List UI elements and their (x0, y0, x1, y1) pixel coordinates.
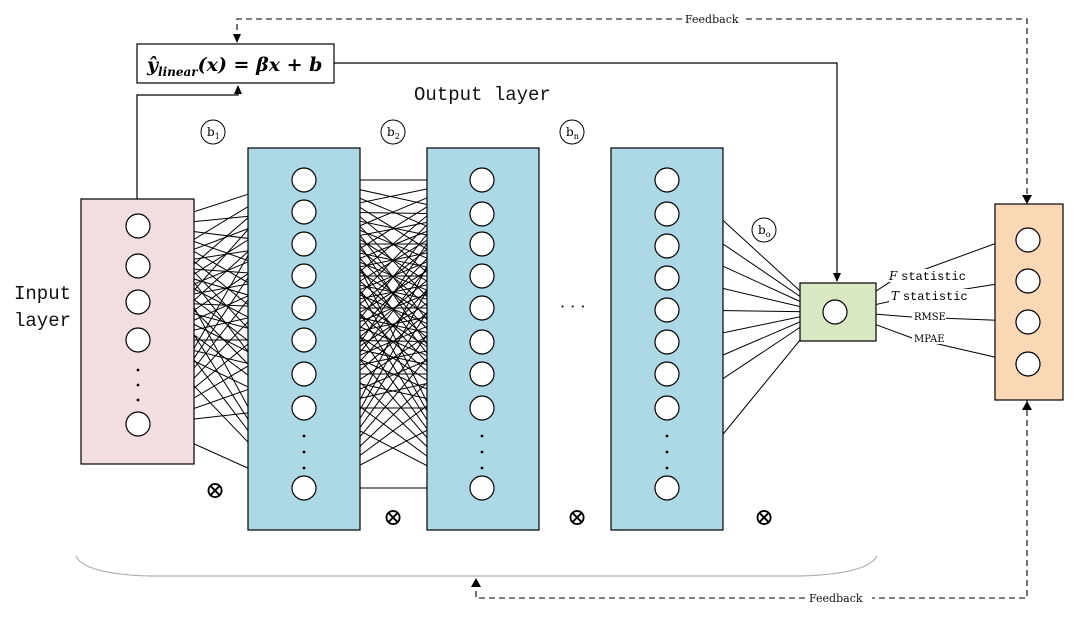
metric-neuron (1015, 309, 1041, 335)
hidden-2-neuron (469, 475, 495, 501)
hidden-n-neuron (654, 233, 680, 259)
hidden-2-neuron (469, 329, 495, 355)
hidden-2-neuron (469, 395, 495, 421)
hidden-n-neuron (654, 167, 680, 193)
hidden-2-neuron (469, 167, 495, 193)
feedback-top-label: Feedback (685, 13, 739, 26)
bias-terms: b1 b2 bn bo (200, 119, 777, 243)
input-neuron (125, 253, 151, 279)
input-layer-label-line1: Input (14, 283, 71, 305)
feedback-lower-left-arrowhead (471, 578, 481, 587)
hidden-2-neuron (469, 263, 495, 289)
hidden-layers-ellipsis: · · · (560, 297, 585, 316)
hidden-n-neuron (654, 361, 680, 387)
metric-neuron (1015, 268, 1041, 294)
hidden-n-neuron (654, 297, 680, 323)
hidden-2-neuron (469, 231, 495, 257)
hidden-n-neuron (654, 395, 680, 421)
multiply-symbol: ⊗ (205, 476, 225, 504)
vertical-ellipses (136, 368, 669, 470)
metric-neuron (1015, 227, 1041, 253)
formula-box (136, 43, 335, 84)
ellipsis-dot (480, 466, 484, 470)
input-layer-label-line2: layer (14, 310, 71, 332)
ellipsis-dot (302, 466, 306, 470)
metric-neuron (1015, 351, 1041, 377)
ellipsis-dot (480, 450, 484, 454)
ellipsis-dot (665, 434, 669, 438)
neurons (125, 167, 1041, 501)
hidden-1-neuron (291, 295, 317, 321)
multiply-symbol: ⊗ (754, 503, 774, 531)
ellipsis-dot (665, 466, 669, 470)
hidden-1-neuron (291, 231, 317, 257)
formula-links (136, 62, 841, 282)
feedback-paths (233, 18, 1028, 599)
feedback-top-arrowhead (1022, 195, 1032, 204)
ellipsis-dot (136, 398, 140, 402)
feedback-bottom-label: Feedback (809, 592, 863, 605)
bias-label: b1 (207, 125, 220, 141)
hidden-n-neuron (654, 475, 680, 501)
hidden-1-neuron (291, 327, 317, 353)
ellipsis-dot (302, 434, 306, 438)
hidden-n-neuron (654, 329, 680, 355)
metric-label: T statistic (891, 289, 968, 304)
ellipsis-dot (136, 368, 140, 372)
hidden-n-neuron (654, 201, 680, 227)
bias-circle (380, 119, 406, 145)
multiply-symbols: ⊗ ⊗ ⊗ ⊗ (205, 476, 774, 531)
output-neuron (822, 299, 848, 325)
multiply-symbol: ⊗ (383, 503, 403, 531)
hidden-1-neuron (291, 167, 317, 193)
bias-label: bn (566, 125, 579, 141)
hidden-n-neuron (654, 265, 680, 291)
metric-label: MPAE (914, 334, 945, 345)
input-neuron (125, 289, 151, 315)
hidden-2-neuron (469, 361, 495, 387)
hidden-1-neuron (291, 395, 317, 421)
hidden-1-neuron (291, 475, 317, 501)
input-neuron (125, 411, 151, 437)
bias-circle (559, 119, 585, 145)
bottom-brace (75, 555, 878, 577)
hidden-1-neuron (291, 263, 317, 289)
input-neuron (125, 327, 151, 353)
metric-label: F statistic (888, 269, 966, 284)
ellipsis-dot (136, 383, 140, 387)
feedback-bottom-arrowhead (1022, 401, 1032, 410)
hidden-2-neuron (469, 201, 495, 227)
linear-formula: ŷlinear(x) = βx + b (146, 54, 322, 79)
bias-circle (200, 119, 226, 145)
hidden-2-neuron (469, 295, 495, 321)
input-neuron (125, 213, 151, 239)
bias-circle (751, 217, 777, 243)
bias-label: b2 (387, 125, 400, 141)
bias-label: bo (758, 223, 771, 239)
metric-label: RMSE (914, 312, 946, 323)
ellipsis-dot (665, 450, 669, 454)
ellipsis-dot (480, 434, 484, 438)
hidden-1-neuron (291, 361, 317, 387)
ellipsis-dot (302, 450, 306, 454)
multiply-symbol: ⊗ (567, 503, 587, 531)
hidden-1-neuron (291, 199, 317, 225)
output-layer-label: Output layer (414, 84, 551, 106)
